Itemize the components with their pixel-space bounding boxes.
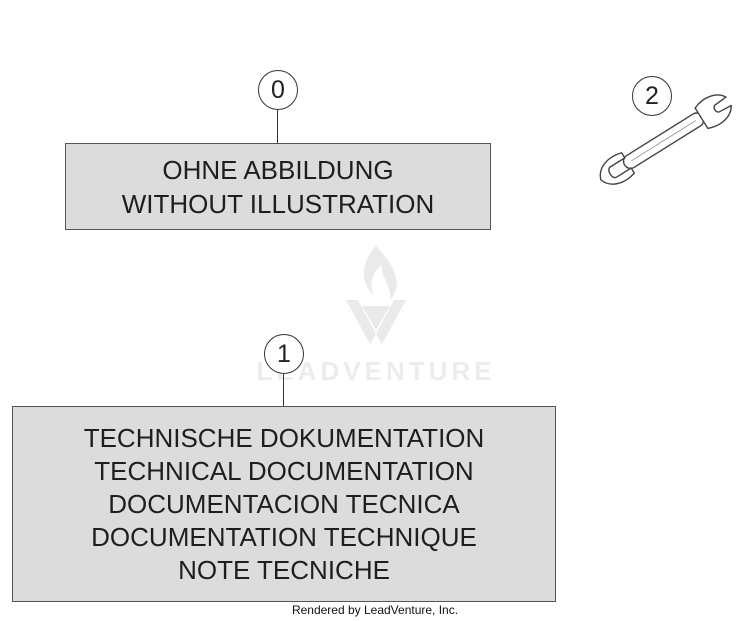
- callout-1-number: 1: [277, 339, 291, 368]
- label-box-without-illustration: OHNE ABBILDUNG WITHOUT ILLUSTRATION: [65, 143, 491, 230]
- box1-line-es: DOCUMENTACION TECNICA: [108, 488, 460, 519]
- callout-1: 1: [264, 334, 304, 374]
- callout-2: 2: [632, 76, 672, 116]
- box1-line-fr: DOCUMENTATION TECHNIQUE: [91, 521, 477, 552]
- box0-line-en: WITHOUT ILLUSTRATION: [121, 188, 435, 219]
- callout-0: 0: [258, 70, 298, 110]
- callout-2-number: 2: [645, 81, 659, 110]
- leader-line-1: [283, 374, 284, 406]
- leader-line-0: [277, 110, 278, 143]
- box1-line-de: TECHNISCHE DOKUMENTATION: [83, 422, 485, 453]
- box1-line-it: NOTE TECNICHE: [178, 554, 390, 585]
- render-credit: Rendered by LeadVenture, Inc.: [291, 603, 459, 617]
- wrench-icon: [599, 94, 732, 185]
- box0-line-de: OHNE ABBILDUNG: [162, 154, 394, 185]
- callout-0-number: 0: [271, 75, 285, 104]
- box1-line-en: TECHNICAL DOCUMENTATION: [94, 455, 474, 486]
- label-box-technical-documentation: TECHNISCHE DOKUMENTATION TECHNICAL DOCUM…: [12, 406, 556, 602]
